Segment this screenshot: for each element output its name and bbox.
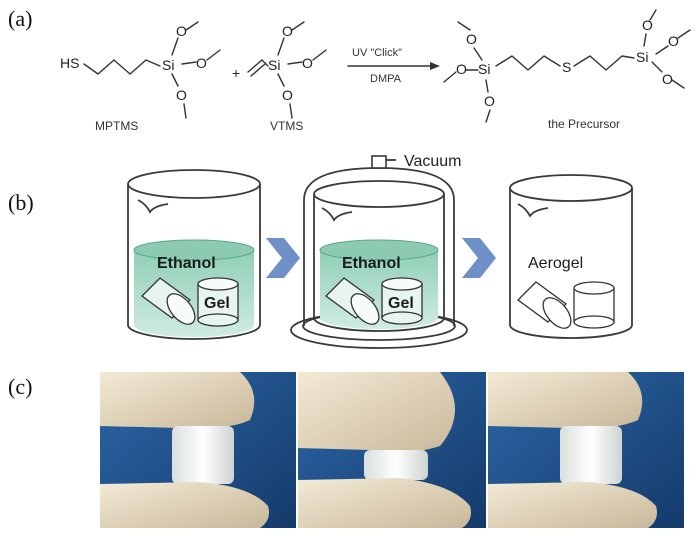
process-arrow-1 — [266, 238, 300, 278]
photo-3 — [488, 372, 684, 528]
aerogel-label: Aerogel — [528, 255, 583, 272]
svg-text:O: O — [282, 23, 293, 39]
svg-text:O: O — [642, 17, 653, 33]
gel-cylinder-tilted — [141, 277, 196, 325]
reactant-mptms: HS Si O O O MPTMS — [60, 21, 221, 133]
gel-label: Gel — [388, 295, 414, 312]
svg-text:O: O — [466, 31, 477, 47]
upper-finger — [100, 372, 255, 429]
aerogel-sample-recovered — [560, 426, 622, 484]
name-precursor: the Precursor — [548, 117, 620, 131]
svg-text:O: O — [302, 55, 313, 71]
panel-label-c: (c) — [8, 374, 32, 399]
svg-text:O: O — [662, 71, 673, 87]
si-atom-label: Si — [478, 61, 490, 77]
svg-text:O: O — [196, 55, 207, 71]
photo-2 — [298, 372, 486, 528]
thiol-group-label: HS — [60, 55, 79, 71]
vacuum-valve — [371, 155, 387, 169]
process-arrow-2 — [462, 238, 496, 278]
jar-vacuum-drying: Vacuum Ethanol Gel — [290, 153, 468, 349]
gel-cylinder-upright: Gel — [197, 277, 239, 327]
reaction-arrow: UV "Click" DMPA — [347, 47, 440, 85]
si-atom-label: Si — [162, 57, 174, 73]
aerogel-cylinder-tilted — [517, 281, 572, 329]
aerogel-cylinder-upright — [573, 281, 615, 329]
svg-text:O: O — [176, 87, 187, 103]
name-mptms: MPTMS — [95, 119, 138, 133]
aerogel-sample — [172, 426, 234, 484]
plus-sign: + — [232, 65, 240, 81]
reactant-vtms: Si O O O VTMS — [247, 21, 327, 133]
panel-label-b: (b) — [8, 190, 34, 215]
vacuum-label: Vacuum — [404, 153, 462, 170]
condition-top: UV "Click" — [352, 47, 402, 59]
gel-label: Gel — [204, 295, 230, 312]
jar-gel-in-ethanol: Ethanol Gel — [127, 169, 261, 340]
svg-text:O: O — [484, 93, 495, 109]
ethanol-surface — [133, 239, 255, 261]
svg-text:O: O — [176, 23, 187, 39]
lower-finger — [100, 482, 269, 528]
upper-finger — [298, 372, 455, 453]
aerogel-sample-compressed — [364, 450, 428, 480]
lower-finger — [488, 482, 657, 528]
svg-text:O: O — [456, 61, 467, 77]
lower-finger — [298, 478, 471, 528]
liquid-label: Ethanol — [157, 255, 216, 272]
gel-cylinder-upright: Gel — [381, 277, 423, 325]
name-vtms: VTMS — [270, 119, 303, 133]
liquid-label: Ethanol — [342, 255, 401, 272]
condition-bottom: DMPA — [370, 73, 402, 85]
svg-text:O: O — [668, 33, 679, 49]
panel-label-a: (a) — [8, 6, 32, 31]
si-atom-label: Si — [636, 49, 648, 65]
jar-aerogel: Aerogel — [509, 174, 633, 339]
ethanol-surface — [319, 239, 439, 261]
sulfur-atom-label: S — [562, 59, 571, 75]
gel-cylinder-tilted — [325, 277, 380, 325]
product-precursor: O O Si O S Si O O O the Precursor — [443, 9, 691, 131]
bond-o-top — [171, 37, 179, 56]
propyl-chain — [83, 59, 161, 75]
svg-text:O: O — [282, 87, 293, 103]
si-atom-label: Si — [268, 57, 280, 73]
upper-finger — [488, 372, 643, 429]
photo-1 — [100, 372, 296, 528]
